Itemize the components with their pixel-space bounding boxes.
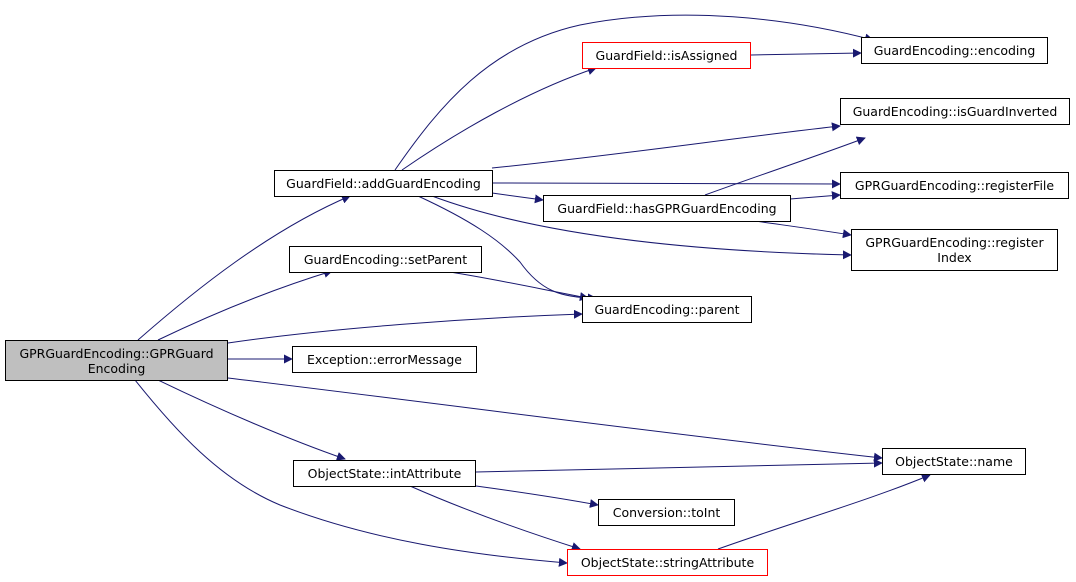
node-label: GPRGuardEncoding::registerFile <box>854 178 1055 193</box>
node-label: Exception::errorMessage <box>307 352 462 367</box>
edge-add-guard-encoding-to-register-file <box>491 179 841 189</box>
edge-is-assigned-to-encoding <box>750 48 862 58</box>
node-label: ObjectState::intAttribute <box>307 466 462 481</box>
node-to-int[interactable]: Conversion::toInt <box>598 499 735 526</box>
edge-root-to-set-parent <box>157 269 333 341</box>
node-register-file[interactable]: GPRGuardEncoding::registerFile <box>840 172 1069 199</box>
edge-add-guard-encoding-to-has-gpr-guard-encoding <box>491 192 544 204</box>
node-register-index[interactable]: GPRGuardEncoding::register Index <box>851 229 1058 271</box>
edge-add-guard-encoding-to-parent <box>417 195 597 303</box>
edge-root-to-int-attribute <box>157 379 346 461</box>
node-label: GuardEncoding::encoding <box>873 43 1036 58</box>
node-label: GPRGuardEncoding::register Index <box>865 235 1044 265</box>
node-label: ObjectState::name <box>895 454 1013 469</box>
edge-root-to-add-guard-encoding <box>137 195 351 341</box>
edge-add-guard-encoding-to-is-guard-inverted <box>491 122 841 169</box>
node-parent[interactable]: GuardEncoding::parent <box>582 296 752 323</box>
edge-root-to-parent <box>227 309 583 344</box>
node-label: Conversion::toInt <box>612 505 721 520</box>
node-add-guard-encoding[interactable]: GuardField::addGuardEncoding <box>274 170 493 197</box>
node-label: GuardField::addGuardEncoding <box>286 176 481 191</box>
edge-root-to-string-attribute <box>134 379 568 567</box>
node-label: GPRGuardEncoding::GPRGuard Encoding <box>19 345 214 376</box>
node-label: GuardEncoding::parent <box>594 302 740 317</box>
node-int-attribute[interactable]: ObjectState::intAttribute <box>293 460 476 487</box>
node-set-parent[interactable]: GuardEncoding::setParent <box>289 246 482 273</box>
edge-int-attribute-to-string-attribute <box>409 485 581 551</box>
node-name[interactable]: ObjectState::name <box>882 448 1026 475</box>
node-label: GuardField::hasGPRGuardEncoding <box>557 201 777 216</box>
node-encoding[interactable]: GuardEncoding::encoding <box>861 37 1048 64</box>
node-error-message[interactable]: Exception::errorMessage <box>292 346 477 373</box>
node-string-attribute[interactable]: ObjectState::stringAttribute <box>567 549 768 576</box>
node-label: ObjectState::stringAttribute <box>580 555 755 570</box>
edge-add-guard-encoding-to-encoding <box>394 14 874 171</box>
edge-root-to-name <box>227 377 883 462</box>
edge-add-guard-encoding-to-is-assigned <box>401 66 597 171</box>
node-has-gpr-guard-encoding[interactable]: GuardField::hasGPRGuardEncoding <box>543 195 791 222</box>
edge-int-attribute-to-to-int <box>475 485 599 508</box>
edge-has-gpr-guard-encoding-to-register-file <box>789 191 841 201</box>
edge-has-gpr-guard-encoding-to-register-index <box>754 220 852 239</box>
edge-set-parent-to-parent <box>449 271 589 301</box>
node-label: GuardField::isAssigned <box>595 48 738 63</box>
node-gpr-guard-encoding-constructor[interactable]: GPRGuardEncoding::GPRGuard Encoding <box>5 340 228 381</box>
node-label: GuardEncoding::isGuardInverted <box>852 104 1058 119</box>
node-is-assigned[interactable]: GuardField::isAssigned <box>582 42 751 69</box>
edge-string-attribute-to-name <box>717 473 931 550</box>
node-is-guard-inverted[interactable]: GuardEncoding::isGuardInverted <box>840 98 1070 125</box>
edge-int-attribute-to-name <box>475 458 883 473</box>
edge-add-guard-encoding-to-register-index <box>431 195 852 260</box>
node-label: GuardEncoding::setParent <box>303 252 468 267</box>
edge-has-gpr-guard-encoding-to-is-guard-inverted <box>704 136 866 196</box>
